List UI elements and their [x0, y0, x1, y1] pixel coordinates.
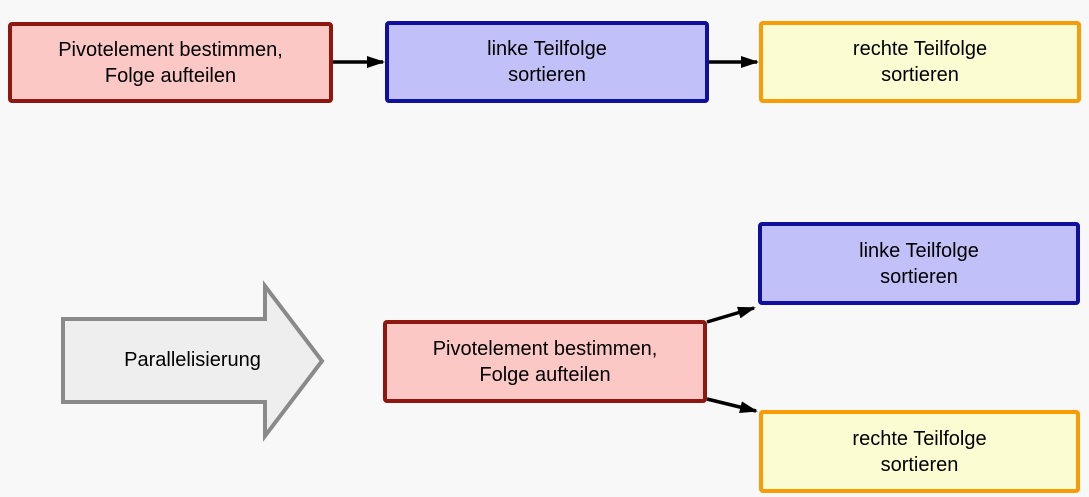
node-label-line: linke Teilfolge — [487, 38, 607, 60]
node-label-line: sortieren — [880, 265, 958, 288]
node-label-line: sortieren — [880, 453, 959, 476]
parallelisierung-label: Parallelisierung — [124, 349, 261, 371]
node-pivot-parallel: Pivotelement bestimmen, Folge aufteilen — [383, 320, 707, 403]
node-pivot-sequential: Pivotelement bestimmen, Folge aufteilen — [8, 22, 333, 103]
node-right-subsequence-sequential: rechte Teilfolge sortieren — [759, 21, 1081, 103]
node-label-line: sortieren — [881, 64, 959, 86]
node-label-line: Folge aufteilen — [479, 363, 611, 386]
node-label-line: rechte Teilfolge — [852, 427, 987, 450]
node-label-line: sortieren — [508, 64, 586, 86]
connector-pivot-to-right-bottom — [706, 397, 758, 414]
node-right-subsequence-parallel: rechte Teilfolge sortieren — [759, 410, 1080, 493]
node-label-line: Pivotelement bestimmen, — [58, 38, 283, 61]
node-label-line: rechte Teilfolge — [852, 38, 988, 60]
node-label-line: Pivotelement bestimmen, — [432, 337, 658, 360]
node-left-subsequence-parallel: linke Teilfolge sortieren — [758, 222, 1080, 305]
node-label-line: Folge aufteilen — [104, 64, 237, 87]
node-label-line: linke Teilfolge — [859, 239, 979, 262]
connector-pivot-to-left-bottom — [706, 306, 756, 324]
node-left-subsequence-sequential: linke Teilfolge sortieren — [385, 21, 709, 103]
